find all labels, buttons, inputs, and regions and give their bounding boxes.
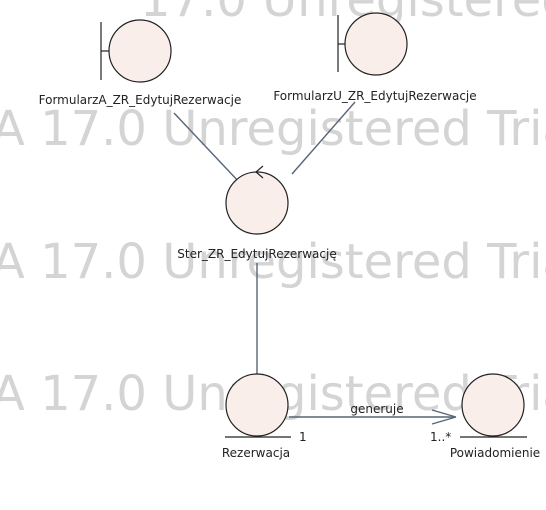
association-label: generuje	[350, 402, 403, 416]
boundary-formularz-a[interactable]: FormularzA_ZR_EdytujRezerwacje	[39, 19, 242, 107]
control-label: Ster_ZR_EdytujRezerwację	[177, 247, 336, 261]
control-ster[interactable]: Ster_ZR_EdytujRezerwację	[177, 165, 337, 261]
boundary-circle	[344, 12, 408, 76]
target-multiplicity: 1..*	[430, 430, 451, 444]
boundary-formularz-u[interactable]: FormularzU_ZR_EdytujRezerwacje	[273, 12, 477, 103]
source-multiplicity: 1	[299, 430, 307, 444]
entity-rezerwacja[interactable]: Rezerwacja	[222, 373, 291, 460]
boundary-circle	[108, 19, 172, 83]
watermark: 17.0 Unregistered Trial A 17.0 Unregiste…	[0, 0, 546, 422]
watermark-line-1: 17.0 Unregistered Trial	[140, 0, 546, 28]
boundary-u-label: FormularzU_ZR_EdytujRezerwacje	[273, 89, 476, 103]
watermark-line-2: A 17.0 Unregistered Trial	[0, 101, 546, 157]
connector-boundary-u-control[interactable]	[291, 101, 356, 175]
entity-circle	[225, 373, 289, 437]
entity-circle	[461, 373, 525, 437]
connector-boundary-a-control[interactable]	[173, 112, 241, 184]
control-circle	[225, 171, 289, 235]
entity-rezerwacja-label: Rezerwacja	[222, 446, 290, 460]
control-arrow-icon	[255, 165, 264, 179]
association-arrowhead	[431, 409, 457, 425]
entity-powiadomienie[interactable]: Powiadomienie	[450, 373, 540, 460]
boundary-a-label: FormularzA_ZR_EdytujRezerwacje	[39, 93, 242, 107]
watermark-line-3: A 17.0 Unregistered Trial	[0, 234, 546, 290]
entity-powiadomienie-label: Powiadomienie	[450, 446, 540, 460]
